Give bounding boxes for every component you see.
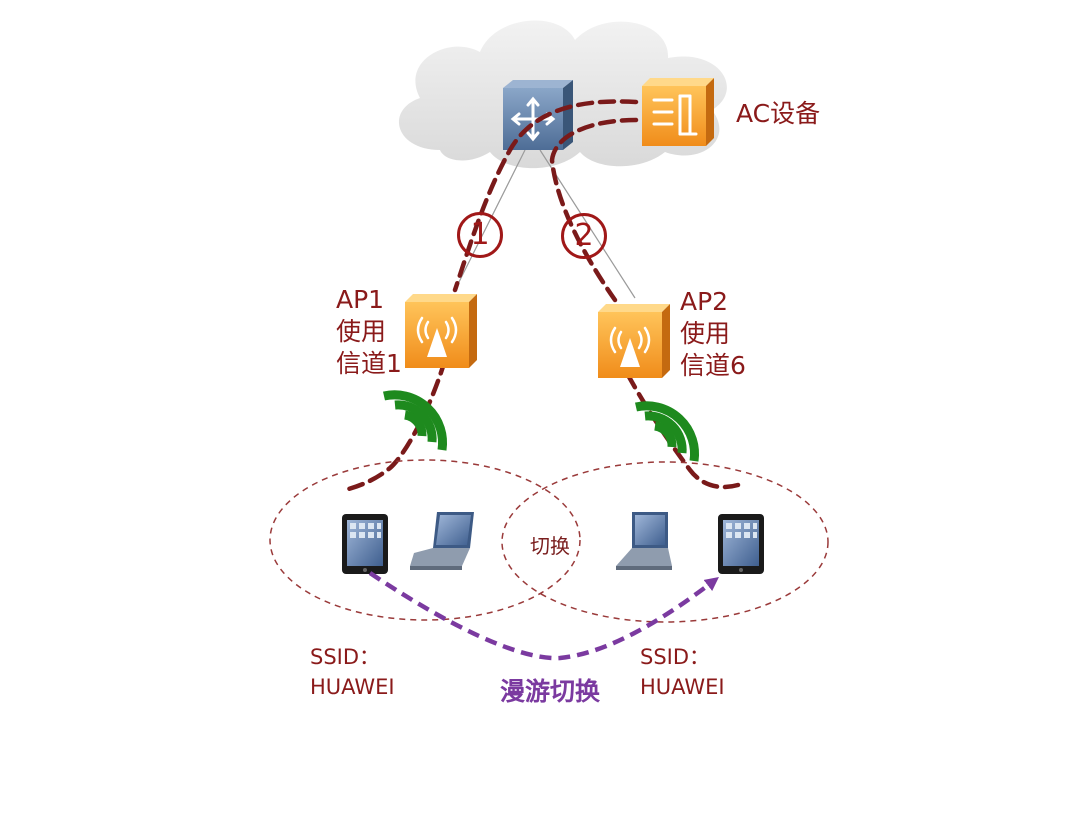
ap2-icon [598,304,670,378]
ap1-coverage-area [269,459,581,621]
ap1-icon [405,294,477,368]
ap1-to-client-path [342,357,448,493]
ap2-channel-label: 信道6 [680,351,746,380]
ac-device-label: AC设备 [736,99,821,128]
step-marker-2: 2 [561,213,607,259]
step-marker-1: 1 [457,212,503,258]
handover-zone-label: 切换 [530,534,570,558]
ssid-left-key: SSID： [310,645,381,669]
ap2-coverage-area [501,461,829,623]
coverage-areas [269,459,829,623]
ap1-channel-label: 信道1 [336,349,402,378]
ac-device-icon [642,78,714,146]
laptop-icon-left [410,512,474,570]
ssid-right-value: HUAWEI [640,675,725,699]
ap1-use-label: 使用 [336,317,387,346]
ap2-use-label: 使用 [680,319,731,348]
tablet-icon-left [342,514,388,574]
ap2-to-client-path [625,372,741,490]
ssid-left-value: HUAWEI [310,675,395,699]
tablet-icon-right [718,514,764,574]
ssid-right-key: SSID： [640,645,711,669]
roaming-handover-label: 漫游切换 [500,677,601,706]
wifi-signal-icon-ap1 [383,390,448,451]
ap1-name-label: AP1 [336,285,385,314]
ap2-name-label: AP2 [680,287,729,316]
roaming-arrow [368,571,719,661]
core-switch-icon [503,80,573,150]
laptop-icon-right [616,512,672,570]
wifi-signal-icon-ap2 [635,401,700,462]
